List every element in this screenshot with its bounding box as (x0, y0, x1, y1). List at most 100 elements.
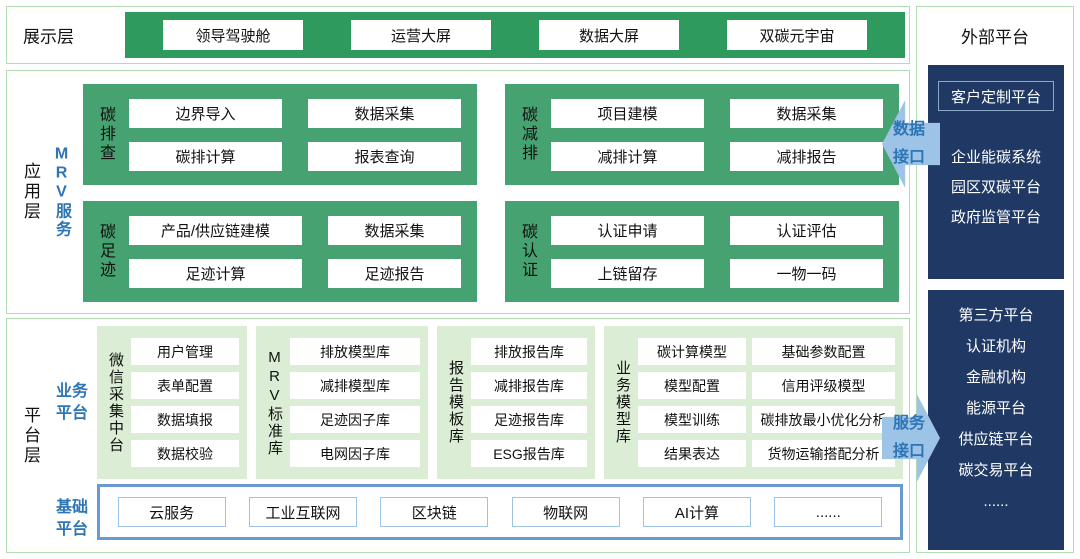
base-item-blockchain: 区块链 (380, 497, 489, 527)
external-item: ...... (983, 493, 1009, 510)
mrv-service-label: MRV服务 (53, 145, 70, 239)
base-item-industrial-internet: 工业互联网 (248, 497, 357, 527)
app-item: 认证申请 (551, 215, 704, 245)
platform-block-mrv-standard-lib-items: 排放模型库 减排模型库 足迹因子库 电网因子库 (290, 338, 420, 467)
platform-block-business-model-lib: 业务模型库 碳计算模型 模型配置 模型训练 结果表达 基础参数配置 信用评级模型… (604, 326, 903, 479)
platform-block-business-model-lib-label: 业务模型库 (614, 360, 631, 445)
display-layer-label: 展示层 (23, 27, 74, 47)
external-item: 金融机构 (965, 369, 1026, 386)
display-item-cockpit: 领导驾驶舱 (163, 20, 303, 50)
display-item-operation-screen: 运营大屏 (351, 20, 491, 50)
platform-block-wechat-hub-label: 微信采集中台 (107, 351, 124, 454)
app-block-carbon-inventory-items: 边界导入 数据采集 碳排计算 报表查询 (129, 98, 461, 171)
business-platform-label-line1: 业务 (55, 383, 88, 400)
app-item: 项目建模 (551, 98, 704, 128)
app-block-carbon-reduction: 碳减排 项目建模 数据采集 减排计算 减排报告 (505, 84, 899, 185)
platform-item: 信用评级模型 (752, 372, 895, 399)
platform-blocks-row: 微信采集中台 用户管理 表单配置 数据填报 数据校验 MRV标准库 排放模型库 … (97, 326, 903, 479)
platform-item: 减排模型库 (290, 372, 420, 399)
display-item-data-screen: 数据大屏 (539, 20, 679, 50)
base-platform-label-line1: 基础 (55, 499, 88, 516)
app-block-carbon-footprint-label: 碳足迹 (97, 223, 114, 280)
display-layer-band: 领导驾驶舱 运营大屏 数据大屏 双碳元宇宙 (125, 12, 905, 58)
base-item-ai-compute: AI计算 (642, 497, 751, 527)
platform-item: 模型训练 (638, 406, 746, 433)
business-platform-label: 业务 平台 (51, 381, 93, 424)
platform-block-mrv-standard-lib-label: MRV标准库 (266, 348, 283, 457)
external-platforms-section: 外部平台 客户定制平台 企业能碳系统 园区双碳平台 政府监管平台 第三方平台 认… (916, 6, 1074, 553)
app-block-carbon-reduction-items: 项目建模 数据采集 减排计算 减排报告 (551, 98, 883, 171)
platform-item: 足迹因子库 (290, 406, 420, 433)
platform-item: 减排报告库 (471, 372, 587, 399)
business-platform-label-line2: 平台 (55, 404, 88, 422)
app-block-carbon-reduction-label: 碳减排 (519, 106, 536, 163)
application-layer-section: 应用层 MRV服务 碳排查 边界导入 数据采集 碳排计算 报表查询 碳减排 项目… (6, 70, 910, 314)
app-item: 一物一码 (730, 258, 883, 288)
platform-block-business-model-lib-col1: 碳计算模型 模型配置 模型训练 结果表达 (638, 338, 746, 467)
base-item-cloud: 云服务 (117, 497, 226, 527)
platform-item: 电网因子库 (290, 440, 420, 467)
data-interface-label-line1: 数据 (892, 121, 925, 138)
platform-item: 基础参数配置 (752, 338, 895, 365)
platform-item: 数据填报 (131, 406, 239, 433)
service-interface-label-line1: 服务 (892, 415, 925, 432)
application-layer-label: 应用层 (21, 162, 40, 222)
app-item: 数据采集 (327, 215, 461, 245)
app-block-carbon-inventory-label: 碳排查 (97, 106, 114, 163)
external-group-custom: 客户定制平台 企业能碳系统 园区双碳平台 政府监管平台 (928, 65, 1064, 279)
platform-item: 排放模型库 (290, 338, 420, 365)
external-item: 政府监管平台 (950, 209, 1041, 226)
platform-block-report-template-lib: 报告模板库 排放报告库 减排报告库 足迹报告库 ESG报告库 (437, 326, 595, 479)
platform-item: 足迹报告库 (471, 406, 587, 433)
external-item: 能源平台 (965, 400, 1026, 417)
external-item: 企业能碳系统 (950, 149, 1041, 166)
external-item: 园区双碳平台 (950, 179, 1041, 196)
platform-block-report-template-lib-label: 报告模板库 (447, 360, 464, 445)
platform-item: 碳排放最小优化分析 (752, 406, 895, 433)
app-item: 足迹计算 (129, 258, 302, 288)
platform-layer-label: 平台层 (21, 405, 40, 466)
platform-block-report-template-lib-items: 排放报告库 减排报告库 足迹报告库 ESG报告库 (471, 338, 587, 467)
platform-block-business-model-lib-col2: 基础参数配置 信用评级模型 碳排放最小优化分析 货物运输搭配分析 (752, 338, 895, 467)
external-item: 认证机构 (965, 338, 1026, 355)
app-block-carbon-footprint: 碳足迹 产品/供应链建模 数据采集 足迹计算 足迹报告 (83, 201, 477, 302)
base-item-ellipsis: ...... (774, 497, 883, 527)
app-item: 减排计算 (551, 141, 704, 171)
platform-item: 用户管理 (131, 338, 239, 365)
app-block-carbon-inventory: 碳排查 边界导入 数据采集 碳排计算 报表查询 (83, 84, 477, 185)
app-item: 上链留存 (551, 258, 704, 288)
data-interface-label-line2: 接口 (892, 149, 925, 166)
platform-item: 货物运输搭配分析 (752, 440, 895, 467)
platform-layer-section: 平台层 业务 平台 微信采集中台 用户管理 表单配置 数据填报 数据校验 MRV… (6, 318, 910, 553)
platform-item: ESG报告库 (471, 440, 587, 467)
app-item: 产品/供应链建模 (129, 215, 302, 245)
app-item: 足迹报告 (327, 258, 461, 288)
platform-item: 模型配置 (638, 372, 746, 399)
platform-block-mrv-standard-lib: MRV标准库 排放模型库 减排模型库 足迹因子库 电网因子库 (256, 326, 428, 479)
app-block-carbon-certification-items: 认证申请 认证评估 上链留存 一物一码 (551, 215, 883, 288)
external-group-third-party: 第三方平台 认证机构 金融机构 能源平台 供应链平台 碳交易平台 ...... (928, 290, 1064, 550)
app-item: 认证评估 (730, 215, 883, 245)
app-item: 边界导入 (129, 98, 282, 128)
external-item-customer-custom-platform: 客户定制平台 (938, 81, 1054, 111)
app-item: 数据采集 (308, 98, 461, 128)
display-layer-section: 展示层 领导驾驶舱 运营大屏 数据大屏 双碳元宇宙 (6, 6, 910, 64)
app-item: 碳排计算 (129, 141, 282, 171)
external-item: 供应链平台 (958, 431, 1034, 448)
app-block-carbon-certification-label: 碳认证 (519, 223, 536, 280)
base-platform-label: 基础 平台 (51, 497, 93, 540)
data-interface-label: 数据 接口 (886, 116, 932, 172)
platform-item: 表单配置 (131, 372, 239, 399)
external-platforms-title: 外部平台 (961, 28, 1029, 47)
base-platform-band: 云服务 工业互联网 区块链 物联网 AI计算 ...... (97, 484, 903, 540)
external-item: 碳交易平台 (958, 462, 1034, 479)
application-blocks-grid: 碳排查 边界导入 数据采集 碳排计算 报表查询 碳减排 项目建模 数据采集 减排… (83, 84, 899, 302)
platform-block-wechat-hub: 微信采集中台 用户管理 表单配置 数据填报 数据校验 (97, 326, 247, 479)
service-interface-label-line2: 接口 (892, 443, 925, 460)
platform-item: 结果表达 (638, 440, 746, 467)
app-block-carbon-certification: 碳认证 认证申请 认证评估 上链留存 一物一码 (505, 201, 899, 302)
platform-item: 碳计算模型 (638, 338, 746, 365)
platform-block-wechat-hub-items: 用户管理 表单配置 数据填报 数据校验 (131, 338, 239, 467)
external-third-party-title: 第三方平台 (958, 307, 1034, 324)
